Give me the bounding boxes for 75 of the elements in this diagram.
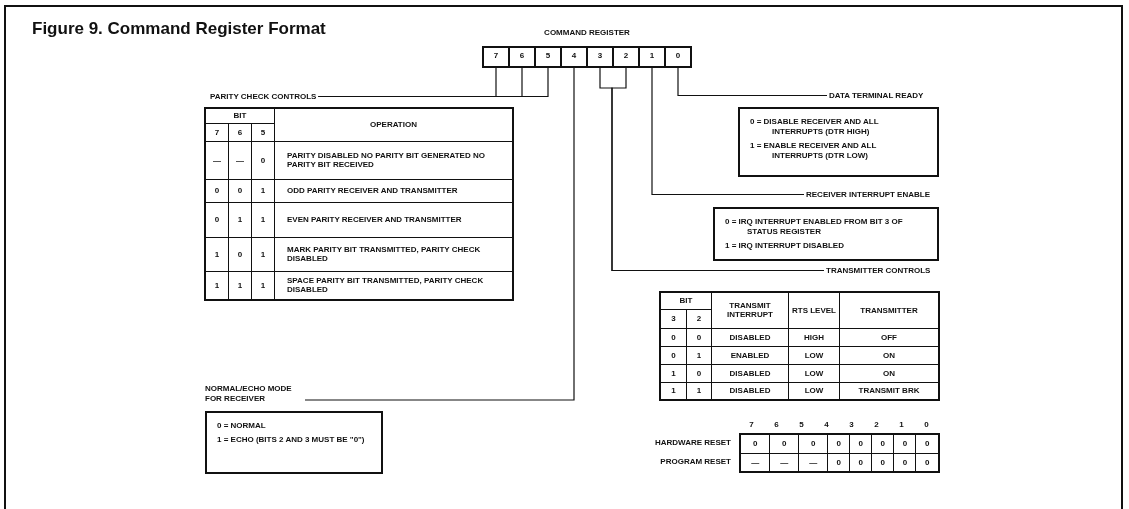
bit-number: 0 (923, 420, 930, 429)
leader-line (304, 67, 575, 401)
bit-cell: 5 (534, 46, 562, 68)
table-cell: 6 (228, 123, 252, 141)
table-cell: — (205, 141, 229, 179)
bit-number: 5 (798, 420, 805, 429)
table-cell: 0 (660, 328, 687, 346)
table-cell: BIT (205, 108, 275, 123)
table-cell: 1 (228, 202, 252, 237)
table-cell: 0 (660, 346, 687, 364)
table-cell: 1 (660, 364, 687, 382)
bit-cell: 6 (508, 46, 536, 68)
table-cell: 0 (228, 237, 252, 271)
bit-description: 0 = NORMAL (217, 421, 267, 431)
bit-cell: 4 (560, 46, 588, 68)
leader-line (677, 67, 828, 97)
bit-cell: 3 (586, 46, 614, 68)
table-cell: LOW (788, 364, 840, 382)
table-cell: 1 (205, 237, 229, 271)
leader-line (651, 67, 805, 196)
table-cell: 0 (205, 179, 229, 202)
bit-description: 0 = DISABLE RECEIVER AND ALL INTERRUPTS (DTR HIGH) (750, 117, 880, 137)
table-cell: DISABLED (711, 328, 789, 346)
description-box (713, 207, 939, 261)
field-heading: PARITY CHECK CONTROLS (210, 92, 317, 101)
table-cell: HIGH (788, 328, 840, 346)
table-cell: 0 (827, 434, 850, 453)
bit-cell: 1 (638, 46, 666, 68)
register-title: COMMAND REGISTER (543, 28, 631, 37)
table-cell: 1 (251, 237, 275, 271)
table-cell: 0 (893, 434, 916, 453)
table-cell: 1 (686, 346, 712, 364)
description-box (738, 107, 939, 177)
table-cell: BIT (660, 292, 712, 309)
table-cell: 7 (205, 123, 229, 141)
row-heading: PROGRAM RESET (660, 457, 731, 466)
bit-description: 1 = ECHO (BITS 2 AND 3 MUST BE "0") (217, 435, 366, 445)
table-cell: 0 (251, 141, 275, 179)
bit-description: 1 = IRQ INTERRUPT DISABLED (725, 241, 845, 251)
figure-title: Figure 9. Command Register Format (32, 19, 326, 39)
table-cell: TRANSMIT INTERRUPT (711, 292, 789, 328)
bit-cell: 2 (612, 46, 640, 68)
bit-description: 0 = IRQ INTERRUPT ENABLED FROM BIT 3 OF STATUS REGISTER (725, 217, 904, 237)
field-heading: TRANSMITTER CONTROLS (826, 266, 931, 275)
field-heading: DATA TERMINAL READY (829, 91, 924, 100)
bit-cell: 7 (482, 46, 510, 68)
field-heading: RECEIVER INTERRUPT ENABLE (806, 190, 930, 199)
table-cell: 0 (686, 364, 712, 382)
bit-cell: 0 (664, 46, 692, 68)
table-cell: 0 (686, 328, 712, 346)
bit-number: 4 (823, 420, 830, 429)
table-cell: 0 (769, 434, 799, 453)
table-cell: RTS LEVEL (788, 292, 840, 328)
table-cell: LOW (788, 346, 840, 364)
table-cell: 0 (228, 179, 252, 202)
table-cell: 3 (660, 309, 687, 328)
row-heading: HARDWARE RESET (655, 438, 731, 447)
bit-number: 1 (898, 420, 905, 429)
bit-number: 6 (773, 420, 780, 429)
table-cell: DISABLED (711, 364, 789, 382)
table-cell: 0 (871, 434, 894, 453)
bit-number: 2 (873, 420, 880, 429)
bit-description: 1 = ENABLE RECEIVER AND ALL INTERRUPTS (DTR LOW) (750, 141, 878, 161)
table-cell: 0 (205, 202, 229, 237)
bit-number: 3 (848, 420, 855, 429)
table-cell: — (228, 141, 252, 179)
table-cell: 1 (251, 179, 275, 202)
description-box (205, 411, 383, 474)
table-cell: 0 (798, 434, 828, 453)
table-cell: ENABLED (711, 346, 789, 364)
table-cell: 0 (849, 434, 872, 453)
table-cell: 0 (740, 434, 770, 453)
field-heading: NORMAL/ECHO MODE FOR RECEIVER (205, 384, 303, 404)
table-cell: 1 (251, 202, 275, 237)
bit-number: 7 (748, 420, 755, 429)
